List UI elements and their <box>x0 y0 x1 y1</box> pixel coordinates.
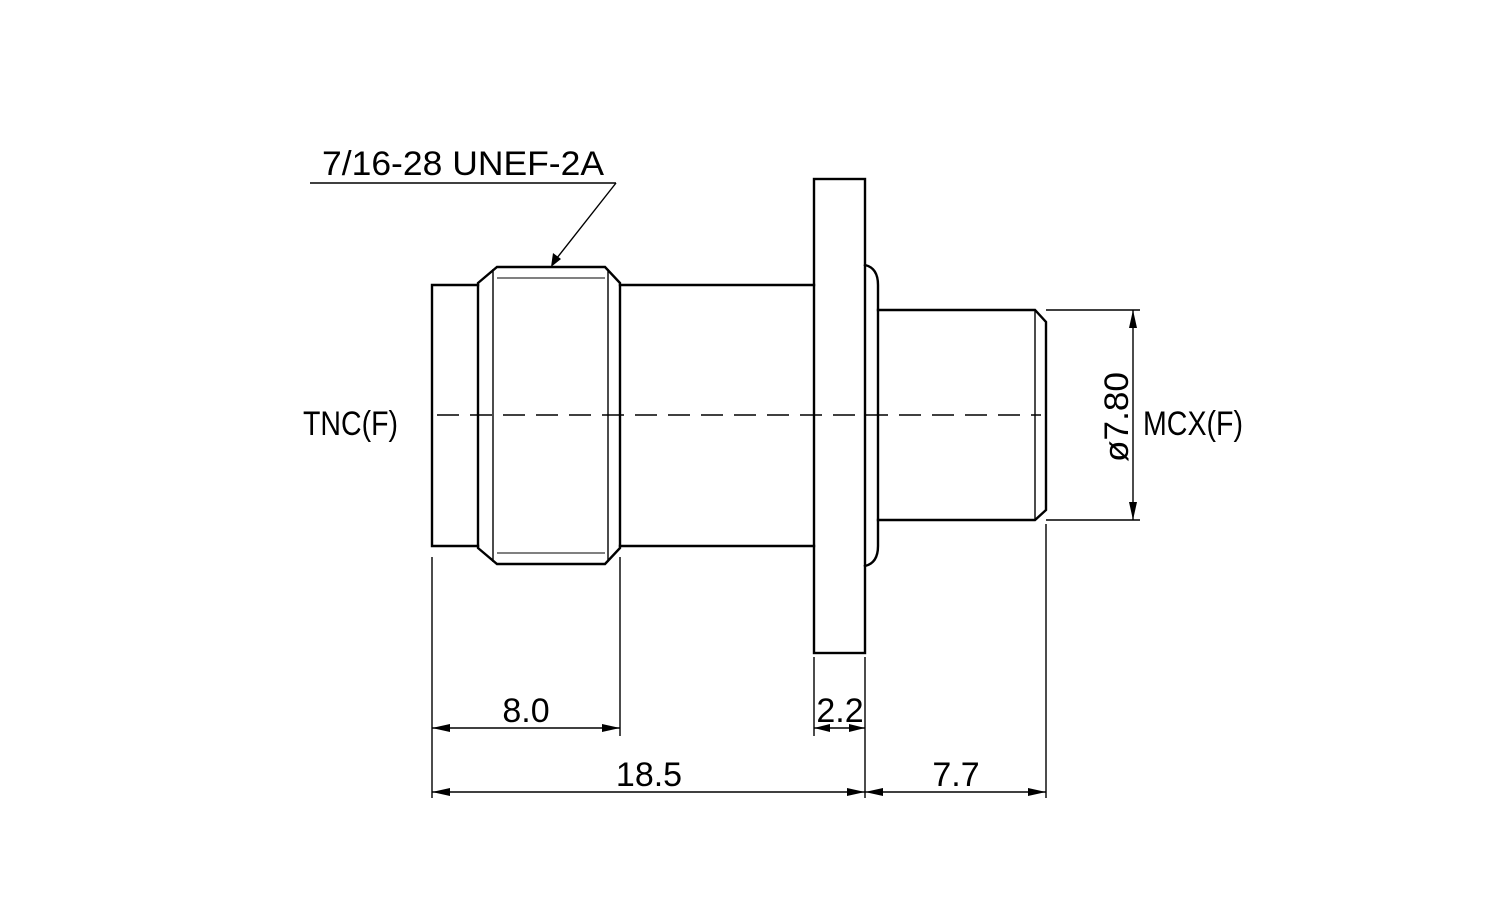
nut-length-value: 8.0 <box>502 692 549 730</box>
thread-leader <box>310 182 617 267</box>
mcx-label: MCX(F) <box>1143 405 1243 443</box>
dim-nut-length <box>432 724 620 732</box>
flange <box>812 177 880 655</box>
tnc-label: TNC(F) <box>303 405 398 443</box>
diameter-label: ø7.80 <box>1098 372 1136 462</box>
dim-diameter <box>1129 310 1137 520</box>
flange-thickness-value: 2.2 <box>816 692 863 730</box>
dim-overall-length <box>432 788 865 796</box>
mcx-length-value: 7.7 <box>932 756 979 794</box>
dim-mcx-length <box>865 788 1046 796</box>
dim-flange-thickness <box>814 724 865 732</box>
tnc-body <box>430 265 816 566</box>
overall-length-value: 18.5 <box>616 756 682 794</box>
thread-spec-label: 7/16-28 UNEF-2A <box>322 145 604 183</box>
